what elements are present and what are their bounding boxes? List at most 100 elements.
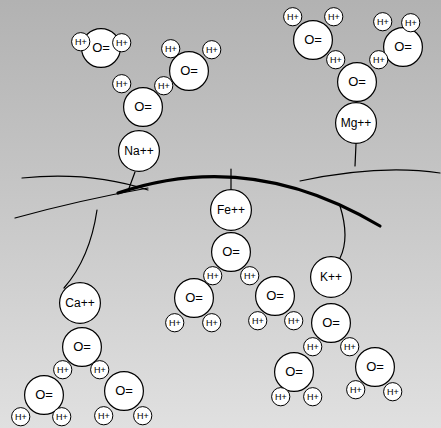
hydrogen-circle: H+ — [303, 337, 322, 356]
ion-circle: O= — [293, 20, 333, 60]
ion-circle: O= — [337, 62, 377, 102]
hydrogen-label: H+ — [57, 365, 69, 375]
hydrogen-circle: H+ — [202, 313, 221, 332]
ion-circle: O= — [255, 276, 295, 316]
hydrogen-circle: H+ — [71, 32, 90, 51]
hydrogen-label: H+ — [206, 318, 218, 328]
ion-label: O= — [185, 291, 203, 305]
circle-shape — [336, 103, 377, 144]
circle-shape — [402, 14, 420, 32]
hydrogen-label: H+ — [206, 45, 218, 55]
bond-stalk — [128, 172, 135, 191]
circle-shape — [341, 338, 359, 356]
ion-circle: Na++ — [118, 130, 160, 172]
circle-shape — [204, 267, 222, 285]
hydrogen-label: H+ — [137, 411, 149, 421]
circle-shape — [113, 34, 131, 52]
hydrogen-label: H+ — [275, 392, 287, 402]
circle-shape — [212, 233, 251, 272]
hydrogen-label: H+ — [252, 316, 264, 326]
ion-circle: O= — [355, 347, 395, 387]
ion-label: O= — [180, 64, 198, 78]
ion-label: O= — [285, 365, 303, 379]
circle-shape — [304, 388, 322, 406]
ion-circle: Fe++ — [210, 189, 252, 231]
hydrogen-circle: H+ — [52, 407, 71, 426]
circle-shape — [312, 304, 351, 343]
hydrogen-label: H+ — [116, 79, 128, 89]
circle-shape — [370, 51, 388, 69]
hydrogen-circle: H+ — [346, 380, 365, 399]
circle-shape — [384, 383, 402, 401]
hydrogen-label: H+ — [387, 387, 399, 397]
hydrogen-label: H+ — [330, 55, 342, 65]
hydrogen-label: H+ — [15, 412, 27, 422]
hydrogen-circle: H+ — [90, 360, 109, 379]
hydrogen-label: H+ — [158, 81, 170, 91]
hydrogen-circle: H+ — [340, 337, 359, 356]
ion-circle: Ca++ — [59, 282, 101, 324]
bond-stalk — [64, 210, 97, 288]
circle-shape — [203, 314, 221, 332]
circle-shape — [256, 277, 295, 316]
hydrogen-circle: H+ — [383, 382, 402, 401]
circle-shape — [91, 361, 109, 379]
hydrogen-label: H+ — [288, 316, 300, 326]
hydrogen-circle: H+ — [202, 40, 221, 59]
ion-label: O= — [115, 384, 133, 398]
circle-shape — [304, 338, 322, 356]
hydrogen-label: H+ — [373, 55, 385, 65]
hydrogen-label: H+ — [287, 12, 299, 22]
ion-circle: K++ — [310, 256, 352, 298]
ion-label: O= — [366, 360, 384, 374]
circle-shape — [203, 41, 221, 59]
hydrogen-circle: H+ — [284, 311, 303, 330]
circle-shape — [249, 312, 267, 330]
circle-shape — [63, 328, 102, 367]
surface-line — [15, 188, 148, 218]
hydrogen-circle: H+ — [326, 50, 345, 69]
circle-shape — [356, 348, 395, 387]
circle-shape — [211, 190, 252, 231]
ion-circle: O= — [211, 232, 251, 272]
hydrogen-label: H+ — [350, 385, 362, 395]
hydrogen-circle: H+ — [154, 76, 173, 95]
ion-label: O= — [304, 33, 322, 47]
circle-shape — [60, 283, 101, 324]
circle-shape — [119, 131, 160, 172]
circle-shape — [12, 408, 30, 426]
circle-shape — [272, 388, 290, 406]
circle-shape — [162, 40, 180, 58]
hydrogen-circle: H+ — [133, 406, 152, 425]
hydrogen-label: H+ — [75, 37, 87, 47]
bond-stalk — [340, 206, 345, 258]
hydrogen-label: H+ — [165, 44, 177, 54]
hydrogen-label: H+ — [307, 392, 319, 402]
circle-shape — [294, 21, 333, 60]
ion-label: O= — [73, 340, 91, 354]
ion-label: O= — [222, 245, 240, 259]
circle-shape — [338, 63, 377, 102]
hydrogen-label: H+ — [207, 271, 219, 281]
circle-shape — [327, 51, 345, 69]
ion-label: O= — [35, 388, 53, 402]
hydrogen-label: H+ — [405, 18, 417, 28]
bond-stalk — [230, 169, 231, 189]
circle-shape — [155, 77, 173, 95]
ion-circle: Mg++ — [335, 102, 377, 144]
hydrogen-circle: H+ — [271, 387, 290, 406]
hydrogen-circle: H+ — [112, 74, 131, 93]
circle-shape — [166, 314, 184, 332]
hydrogen-label: H+ — [116, 38, 128, 48]
hydrogen-label: H+ — [328, 12, 340, 22]
circle-shape — [134, 407, 152, 425]
hydrogen-circle: H+ — [94, 406, 113, 425]
hydrogen-label: H+ — [307, 342, 319, 352]
circle-shape — [275, 353, 314, 392]
ion-label: O= — [394, 40, 412, 54]
circle-shape — [325, 8, 343, 26]
circle-shape — [285, 312, 303, 330]
hydrogen-circle: H+ — [161, 39, 180, 58]
ion-label: Fe++ — [217, 203, 245, 217]
